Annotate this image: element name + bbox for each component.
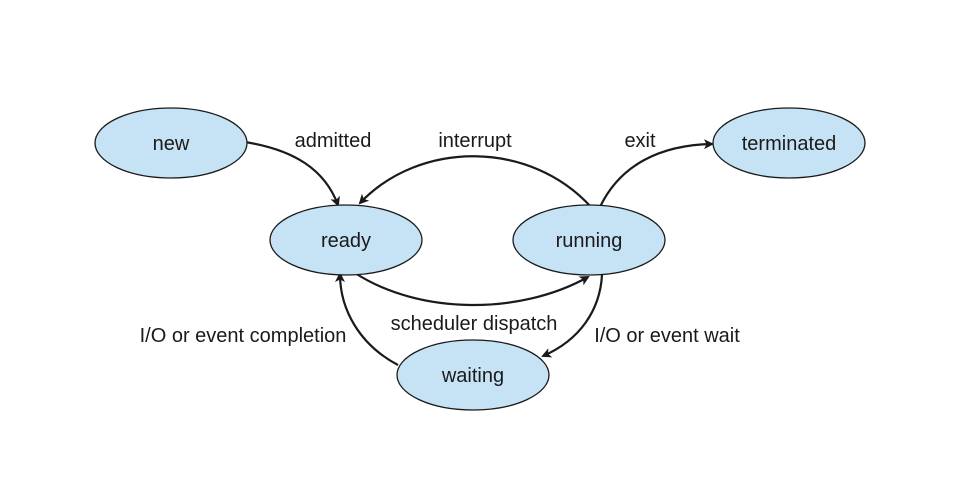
label-scheduler-dispatch: scheduler dispatch — [391, 313, 558, 335]
state-new-label: new — [153, 133, 190, 155]
label-io-event-completion: I/O or event completion — [140, 325, 347, 347]
edge-interrupt — [358, 155, 592, 208]
edge-admitted — [244, 140, 340, 207]
state-new: new — [94, 107, 248, 179]
state-running-label: running — [556, 230, 623, 252]
edge-io-event-wait — [541, 274, 604, 358]
edge-exit — [599, 139, 714, 208]
state-running: running — [512, 204, 666, 276]
label-interrupt: interrupt — [438, 130, 512, 152]
state-ready: ready — [269, 204, 423, 276]
label-exit: exit — [624, 130, 656, 152]
label-io-event-wait: I/O or event wait — [594, 325, 740, 347]
edge-scheduler-dispatch — [354, 272, 590, 307]
state-ready-label: ready — [321, 230, 371, 252]
state-waiting: waiting — [396, 339, 550, 411]
label-admitted: admitted — [295, 130, 372, 152]
edge-io-event-completion — [335, 272, 399, 366]
state-terminated: terminated — [712, 107, 866, 179]
state-terminated-label: terminated — [742, 133, 837, 155]
state-waiting-label: waiting — [441, 365, 504, 387]
